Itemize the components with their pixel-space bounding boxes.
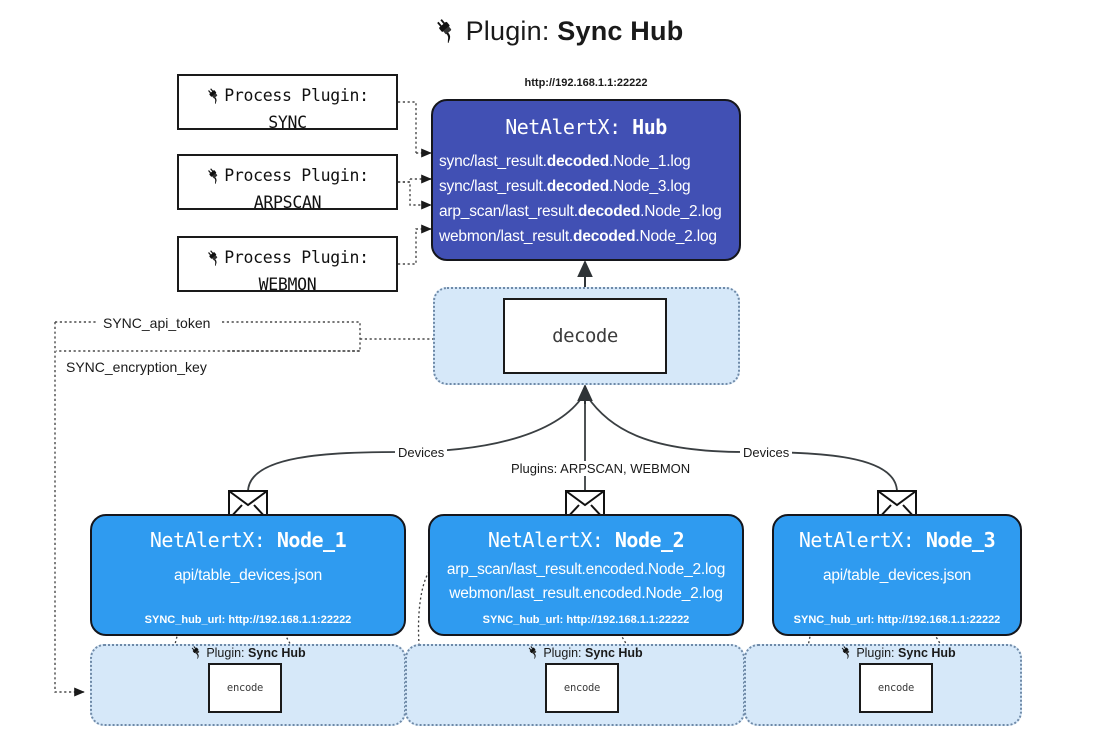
process-plugin-value: SYNC — [268, 112, 307, 132]
process-plugin-arpscan[interactable]: Process Plugin: ARPSCAN — [177, 154, 398, 212]
page-title-name: Sync Hub — [557, 16, 684, 46]
log-pre: webmon/last_result. — [439, 228, 574, 245]
plug-icon — [434, 17, 460, 50]
page-title: Plugin: Sync Hub — [0, 16, 1117, 50]
node-title-name: Node_1 — [276, 528, 347, 552]
env-encryption-key-label: SYNC_encryption_key — [63, 359, 210, 375]
process-plugin-value: WEBMON — [258, 274, 317, 294]
node-box-node-2[interactable]: NetAlertX: Node_2 arp_scan/last_result.e… — [428, 514, 744, 636]
plug-icon — [206, 167, 223, 191]
hub-title-prefix: NetAlertX: — [505, 115, 621, 139]
log-pre: sync/last_result. — [439, 178, 547, 195]
encode-caption-prefix: Plugin: — [856, 646, 895, 660]
env-api-token-label: SYNC_api_token — [100, 315, 214, 331]
encode-caption-name: Sync Hub — [585, 646, 643, 660]
plug-icon — [190, 645, 204, 662]
log-em: decoded — [577, 203, 641, 220]
process-plugin-label: Process Plugin: — [224, 248, 369, 267]
encode-box-node-1[interactable]: encode — [208, 663, 282, 713]
node-hub-url-label: SYNC_hub_url: http://192.168.1.1:22222 — [144, 614, 352, 626]
log-post: .Node_3.log — [609, 178, 691, 195]
page-title-prefix: Plugin: — [465, 16, 550, 46]
encode-caption-node-2: Plugin: Sync Hub — [487, 645, 683, 662]
process-plugin-label: Process Plugin: — [224, 166, 369, 185]
log-em: decoded — [573, 228, 636, 245]
hub-log-row: webmon/last_result.decoded.Node_2.log — [433, 224, 739, 249]
hub-title-name: Hub — [632, 115, 667, 139]
hub-log-row: sync/last_result.decoded.Node_3.log — [433, 174, 739, 199]
edge-label-devices-left: Devices — [395, 445, 448, 460]
node-line: api/table_devices.json — [822, 567, 972, 584]
node-box-node-3[interactable]: NetAlertX: Node_3 api/table_devices.json… — [772, 514, 1022, 636]
plug-icon — [840, 645, 854, 662]
edge-label-plugins-middle: Plugins: ARPSCAN, WEBMON — [508, 461, 694, 476]
encode-box-node-3[interactable]: encode — [859, 663, 933, 713]
log-pre: arp_scan/last_result. — [439, 203, 578, 220]
node-title-prefix: NetAlertX: — [149, 528, 266, 552]
node-title-name: Node_3 — [925, 528, 996, 552]
encode-caption-name: Sync Hub — [248, 646, 306, 660]
log-em: decoded — [546, 153, 610, 170]
encode-caption-node-1: Plugin: Sync Hub — [150, 645, 346, 662]
log-pre: sync/last_result. — [439, 153, 547, 170]
node-title: NetAlertX: Node_1 — [92, 528, 404, 552]
plug-icon — [527, 645, 541, 662]
plug-icon — [206, 249, 223, 273]
node-hub-url-label: SYNC_hub_url: http://192.168.1.1:22222 — [793, 614, 1001, 626]
log-post: .Node_2.log — [640, 203, 722, 220]
node-line: api/table_devices.json — [173, 567, 323, 584]
process-plugin-sync[interactable]: Process Plugin: SYNC — [177, 74, 398, 132]
edge-label-devices-right: Devices — [740, 445, 793, 460]
log-post: .Node_1.log — [609, 153, 691, 170]
hub-log-row: sync/last_result.decoded.Node_1.log — [433, 149, 739, 174]
hub-node-box[interactable]: NetAlertX: Hub sync/last_result.decoded.… — [431, 99, 741, 261]
log-em: decoded — [546, 178, 610, 195]
decode-box[interactable]: decode — [503, 298, 667, 374]
node-title: NetAlertX: Node_3 — [774, 528, 1020, 552]
node-title: NetAlertX: Node_2 — [430, 528, 742, 552]
encode-caption-prefix: Plugin: — [543, 646, 582, 660]
node-box-node-1[interactable]: NetAlertX: Node_1 api/table_devices.json… — [90, 514, 406, 636]
node-title-prefix: NetAlertX: — [487, 528, 604, 552]
node-line: webmon/last_result.encoded.Node_2.log — [449, 585, 723, 602]
node-title-prefix: NetAlertX: — [798, 528, 915, 552]
node-line: arp_scan/last_result.encoded.Node_2.log — [446, 561, 726, 578]
process-plugin-webmon[interactable]: Process Plugin: WEBMON — [177, 236, 398, 294]
encode-caption-prefix: Plugin: — [206, 646, 245, 660]
hub-log-row: arp_scan/last_result.decoded.Node_2.log — [433, 199, 739, 224]
hub-log-list: sync/last_result.decoded.Node_1.log sync… — [433, 149, 739, 249]
process-plugin-value: ARPSCAN — [253, 192, 322, 212]
log-post: .Node_2.log — [635, 228, 717, 245]
encode-caption-node-3: Plugin: Sync Hub — [800, 645, 996, 662]
encode-caption-name: Sync Hub — [898, 646, 956, 660]
node-hub-url-label: SYNC_hub_url: http://192.168.1.1:22222 — [482, 614, 690, 626]
hub-url-label: http://192.168.1.1:22222 — [524, 77, 648, 89]
hub-title: NetAlertX: Hub — [433, 115, 739, 139]
encode-box-node-2[interactable]: encode — [545, 663, 619, 713]
node-title-name: Node_2 — [614, 528, 685, 552]
process-plugin-label: Process Plugin: — [224, 86, 369, 105]
plug-icon — [206, 87, 223, 111]
